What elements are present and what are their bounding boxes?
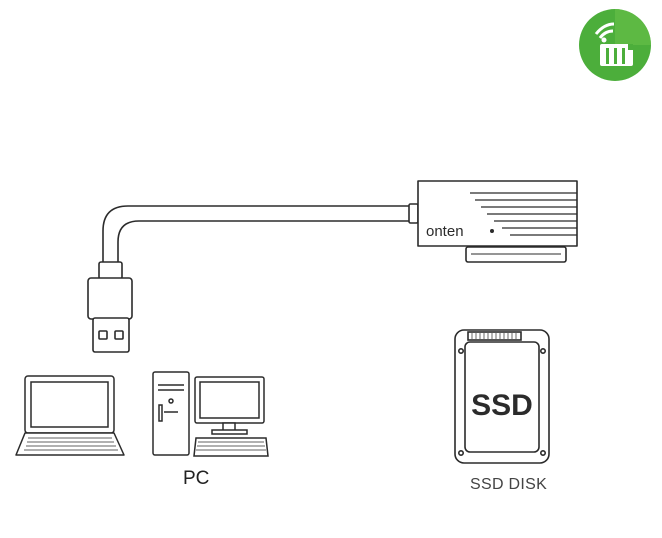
- pc-label: PC: [183, 468, 210, 489]
- sata-adapter: onten: [408, 180, 578, 263]
- ssd-face-text: SSD: [471, 389, 533, 422]
- brand-text: onten: [426, 223, 464, 240]
- desktop-pc-icon: [152, 371, 269, 457]
- usb-cable: [102, 205, 409, 262]
- wifi-shop-logo-icon: [579, 9, 651, 81]
- laptop-icon: [15, 375, 125, 456]
- usb-a-plug: [87, 261, 133, 353]
- ssd-disk-label: SSD DISK: [470, 476, 548, 493]
- ssd-drive-icon: SSD: [454, 329, 550, 464]
